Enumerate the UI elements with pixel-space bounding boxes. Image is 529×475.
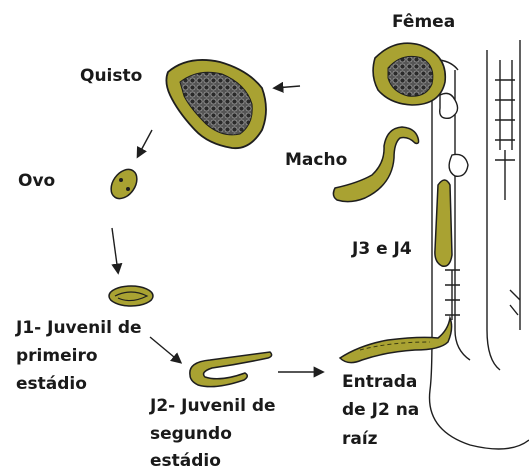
cyst — [165, 59, 267, 150]
label-entrada-line2: de J2 na — [342, 400, 420, 420]
label-entrada-line1: Entrada — [342, 372, 418, 392]
label-quisto: Quisto — [80, 66, 143, 86]
label-entrada-line3: raíz — [342, 429, 378, 449]
male-nematode — [332, 126, 420, 203]
arrow-cyst-to-egg — [136, 129, 153, 159]
j2-juvenile — [189, 351, 273, 388]
female-nematode — [372, 42, 459, 106]
label-j1-line3: estádio — [16, 374, 87, 394]
cycle-arrows — [111, 81, 325, 378]
label-j3-j4: J3 e J4 — [352, 239, 412, 259]
label-j1-line2: primeiro — [16, 346, 98, 366]
arrow-female-to-cyst — [272, 81, 301, 93]
label-j2-line3: estádio — [150, 451, 221, 471]
label-j1-line1: J1- Juvenil de — [16, 318, 142, 338]
label-j2-line2: segundo — [150, 424, 232, 444]
label-macho: Macho — [285, 150, 348, 170]
label-femea: Fêmea — [392, 12, 456, 32]
j3-j4-juvenile — [434, 179, 453, 268]
j1-juvenile — [108, 285, 154, 307]
arrow-egg-to-j1 — [111, 227, 123, 275]
arrow-j1-to-j2 — [149, 336, 183, 364]
j2-entering-root — [338, 315, 453, 364]
root — [428, 40, 529, 450]
egg — [110, 168, 138, 200]
label-ovo: Ovo — [18, 171, 56, 191]
label-j2-line1: J2- Juvenil de — [150, 396, 276, 416]
